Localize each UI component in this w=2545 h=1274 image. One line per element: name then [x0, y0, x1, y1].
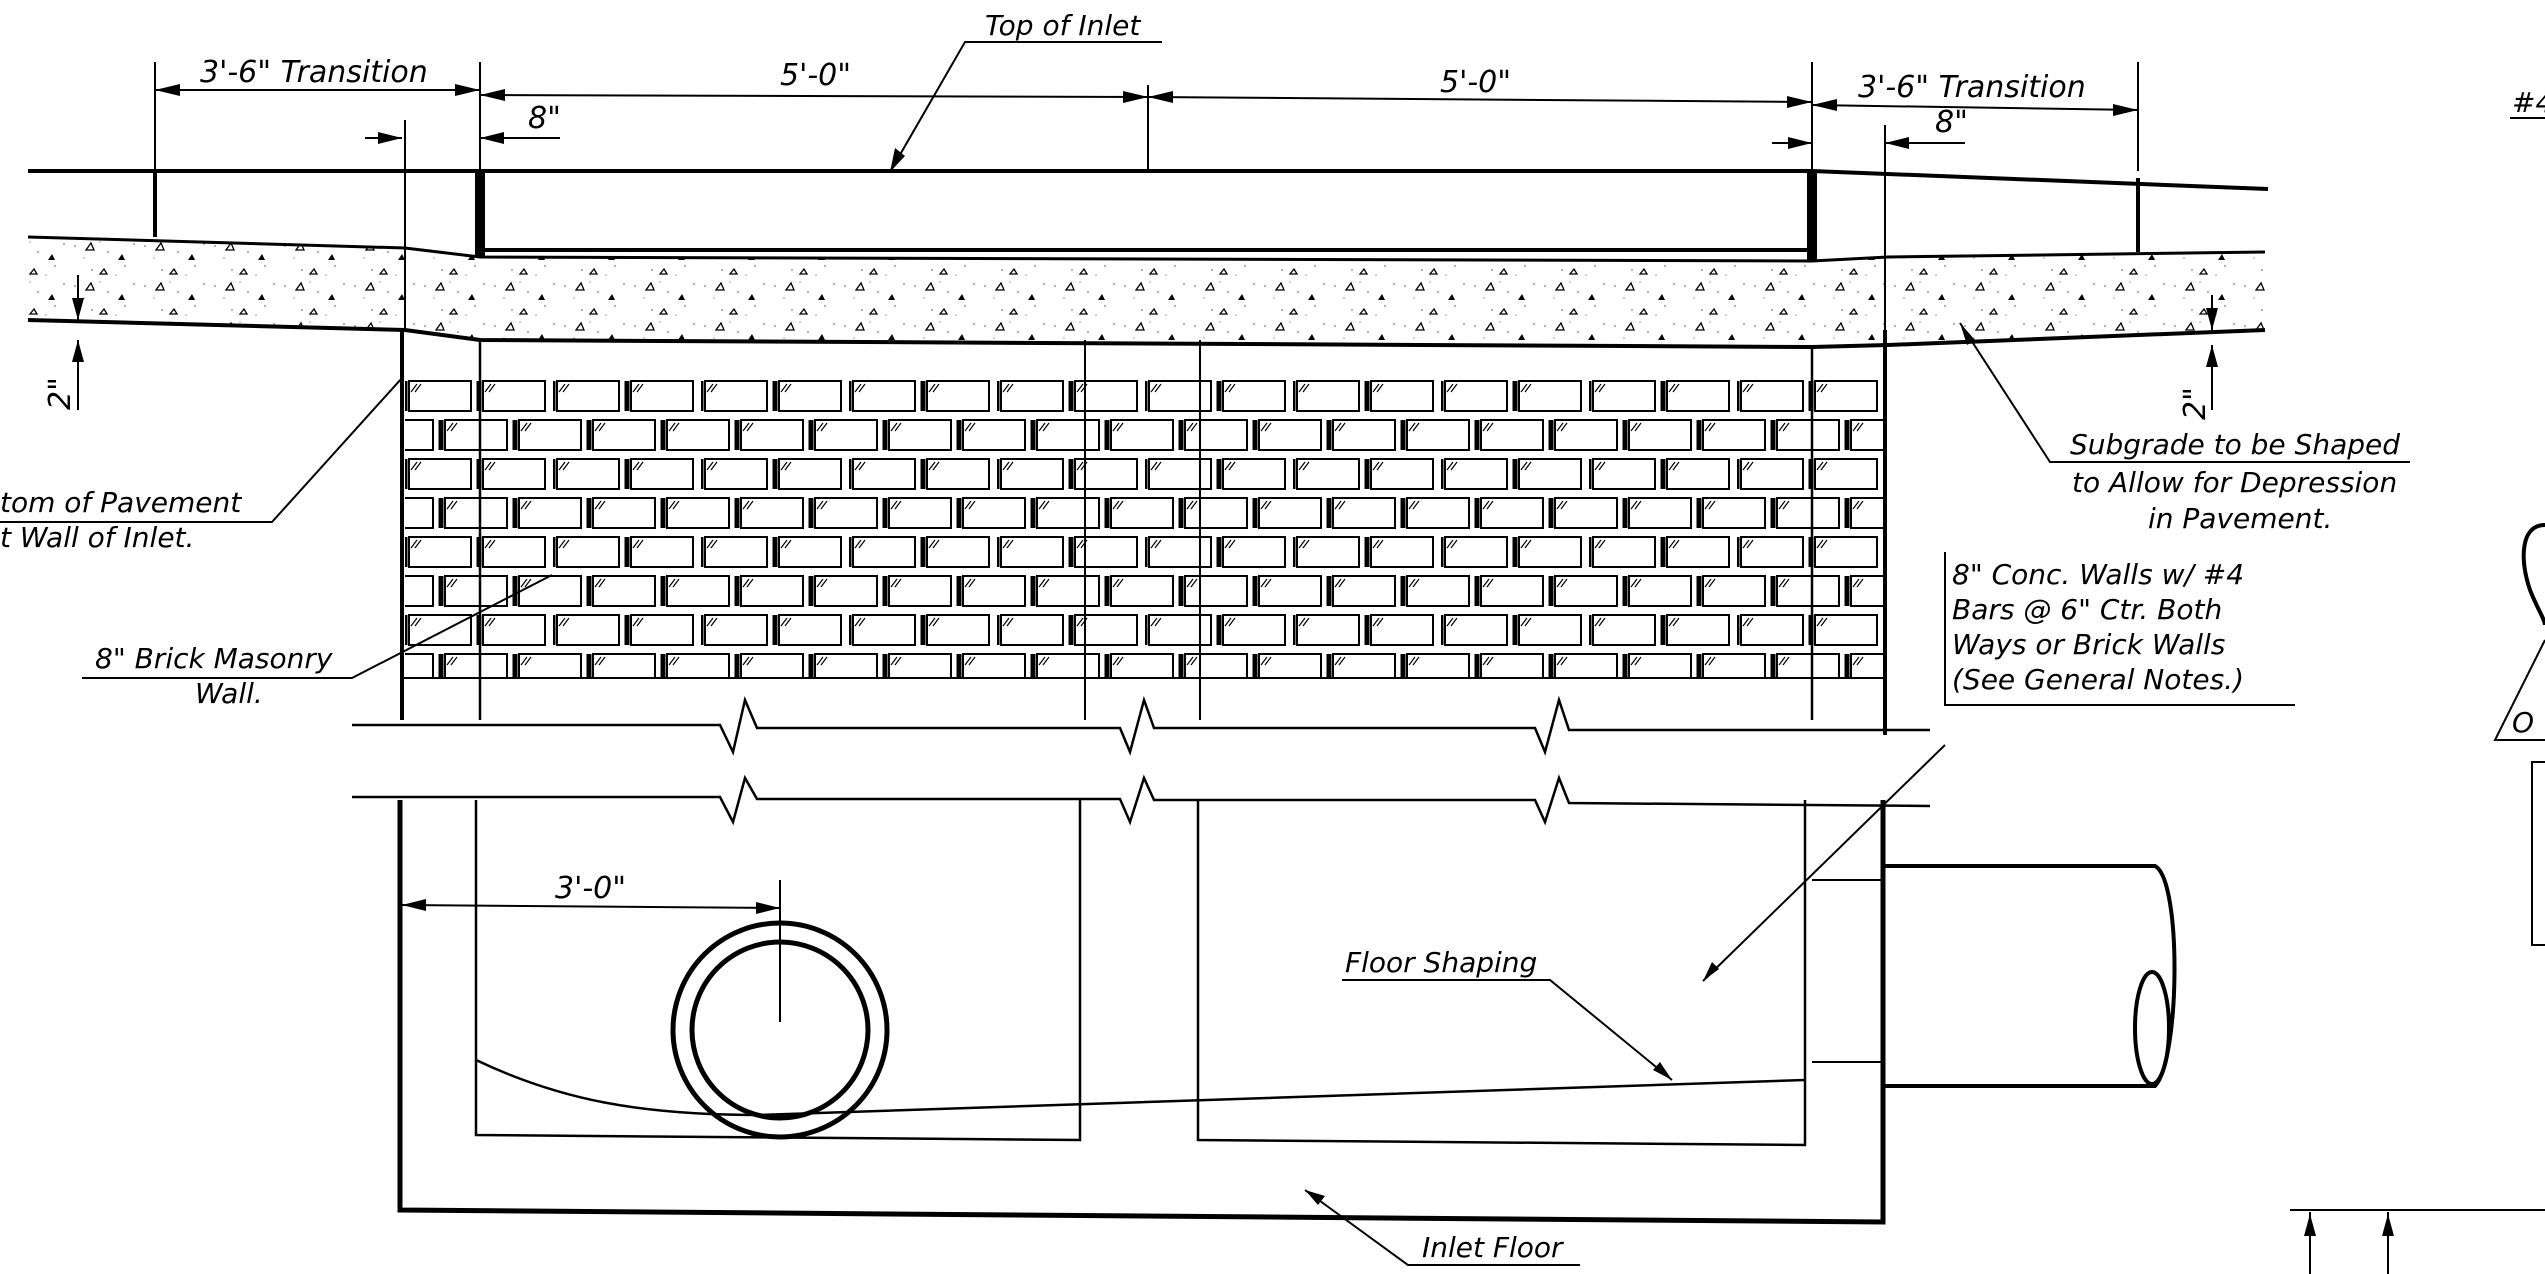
fragment-circle-letter: O	[2512, 706, 2534, 739]
dim-right-depression: 2"	[2178, 387, 2213, 420]
label-walls-line3: Ways or Brick Walls	[1952, 628, 2225, 661]
label-pavement-line1: tom of Pavement	[0, 486, 242, 519]
label-walls-line4: (See General Notes.)	[1952, 663, 2244, 696]
label-inlet-floor: Inlet Floor	[1422, 1231, 1564, 1264]
label-walls-line1: 8" Conc. Walls w/ #4	[1952, 558, 2244, 591]
fragment-bar-mark: #4	[2512, 86, 2545, 119]
label-subgrade-line1: Subgrade to be Shaped	[2070, 428, 2400, 461]
label-subgrade-line3: in Pavement.	[2148, 502, 2332, 535]
concrete-slab	[28, 237, 2265, 347]
outlet-pipe	[1883, 864, 2177, 1088]
fragment-leader	[2493, 639, 2545, 741]
top-of-inlet-line	[28, 169, 2269, 191]
label-pavement-line2: t Wall of Inlet.	[0, 521, 194, 554]
dim-pipe-offset: 3'-0"	[555, 871, 626, 906]
label-subgrade-line2: to Allow for Depression	[2072, 466, 2397, 499]
label-top-of-inlet: Top of Inlet	[985, 9, 1141, 42]
break-line-lower	[352, 774, 1931, 826]
dim-right-width: 5'-0"	[1440, 65, 1511, 100]
outlet-pipe-mouth	[2133, 970, 2171, 1086]
label-brick-line2: Wall.	[195, 677, 263, 710]
fragment-arrow-2	[2382, 1214, 2394, 1236]
left-chamber	[474, 800, 1082, 1142]
dimension-arrowheads	[72, 84, 2218, 914]
dim-left-width: 5'-0"	[780, 58, 851, 93]
brick-wall	[405, 378, 1885, 678]
label-walls-line2: Bars @ 6" Ctr. Both	[1952, 593, 2222, 626]
leader-lines	[0, 41, 2410, 1266]
leader-arrowheads	[890, 148, 1975, 1205]
pavement-bottom-line	[27, 318, 2266, 350]
dim-left-depression: 2"	[43, 377, 78, 410]
dim-right-transition: 3'-6" Transition	[1858, 70, 2086, 105]
dimension-lines	[77, 62, 2213, 909]
fragment-hook	[2521, 523, 2545, 626]
inlet-outer-wall	[397, 800, 1886, 1225]
dim-right-wall: 8"	[1935, 105, 1968, 140]
label-floor-shaping: Floor Shaping	[1345, 946, 1537, 979]
right-chamber	[1196, 800, 1807, 1147]
pavement-top-line	[27, 235, 2266, 263]
floor-shaping-curve	[475, 1058, 1806, 1117]
break-line-upper	[352, 695, 1930, 756]
fragment-box	[2531, 761, 2545, 946]
dim-left-transition: 3'-6" Transition	[200, 55, 428, 90]
dim-left-wall: 8"	[528, 101, 561, 136]
fragment-arrow-1	[2304, 1214, 2316, 1236]
label-brick-line1: 8" Brick Masonry	[95, 642, 333, 675]
